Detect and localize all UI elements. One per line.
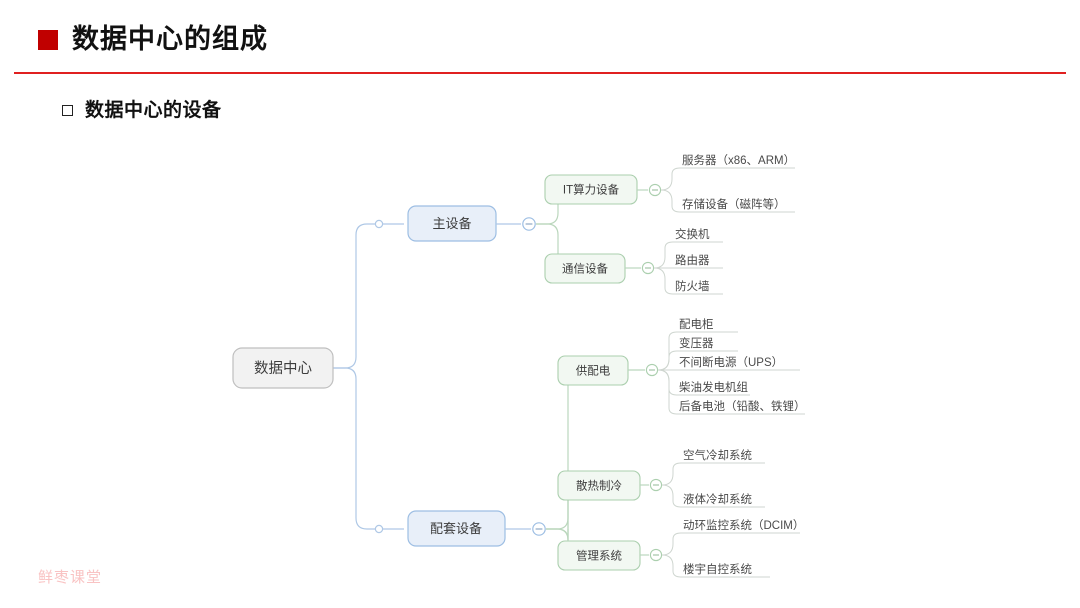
node-branch-1-label: 配套设备 [430,521,482,536]
connector-group-branch-1 [546,369,592,556]
hollow-square-bullet-icon [62,105,73,116]
connector-leaves-0-1 [653,241,723,295]
connector-leaves-1-2 [661,532,800,578]
junction-dot-branch-0 [374,219,384,229]
junction-dot-branch-1 [374,524,384,534]
leaf-label: 楼宇自控系统 [683,562,752,576]
connector-to-group-1-0 [546,369,592,530]
connector-group-root [333,223,404,530]
node-group-1-2[interactable]: 管理系统 [557,540,641,571]
red-square-bullet-icon [38,29,58,50]
leaf-line-1-2-1 [661,554,770,578]
section-subtitle-text: 数据中心的设备 [85,100,222,121]
connector-root-to-branch-1 [333,295,357,369]
connector-leaves-1-0 [657,331,805,415]
node-group-0-0[interactable]: IT算力设备 [544,174,638,205]
leaf-label: 液体冷却系统 [683,492,752,506]
node-group-0-1-label: 通信设备 [562,262,608,276]
page-title: 数据中心的组成 [38,26,268,53]
collapse-toggle-group-1-0[interactable] [645,363,659,377]
leaf-line-1-0-1 [657,350,738,371]
leaf-line-0-0-0 [660,167,795,191]
collapse-toggle-group-0-0[interactable] [648,183,662,197]
collapse-toggle-branch-1[interactable] [532,522,546,536]
leaf-label: 存储设备（磁阵等） [682,197,786,211]
leaf-line-1-1-1 [661,484,765,508]
connector-branch-0-elbow [355,223,404,236]
leaf-label: 服务器（x86、ARM） [682,153,795,167]
leaf-label: 不间断电源（UPS） [679,355,783,369]
leaf-line-0-1-0 [653,241,723,269]
node-group-1-1-label: 散热制冷 [576,479,622,493]
mindmap-svg: 数据中心 主设备 IT算力设备 [232,153,806,578]
connector-leaves-0-0 [660,167,795,213]
title-divider [14,72,1066,74]
connector-branch-1-elbow [355,517,404,530]
leaf-line-1-2-0 [661,532,800,556]
collapse-toggle-group-0-1[interactable] [641,261,655,275]
leaf-line-0-0-1 [660,189,795,213]
node-group-1-1[interactable]: 散热制冷 [557,470,641,501]
node-root-label: 数据中心 [254,360,312,377]
leaf-label: 空气冷却系统 [683,448,752,462]
connector-leaves-1-1 [661,462,765,508]
section-subtitle: 数据中心的设备 [62,101,222,120]
leaf-label: 变压器 [679,336,714,350]
node-branch-0[interactable]: 主设备 [407,205,497,242]
page-title-text: 数据中心的组成 [72,24,268,54]
collapse-toggle-group-1-2[interactable] [649,548,663,562]
node-group-1-2-label: 管理系统 [576,549,622,563]
leaf-label: 防火墙 [675,279,710,293]
node-group-1-0[interactable]: 供配电 [557,355,629,386]
leaf-label: 路由器 [675,253,710,267]
collapse-toggle-group-1-1[interactable] [649,478,663,492]
node-root[interactable]: 数据中心 [232,347,334,389]
leaf-label: 配电柜 [679,318,714,331]
watermark-text: 鲜枣课堂 [38,569,103,586]
leaf-line-1-0-4 [657,369,805,415]
leaf-label: 后备电池（铅酸、铁锂） [679,399,806,413]
leaf-line-1-1-0 [661,462,765,486]
leaf-label: 柴油发电机组 [679,380,748,394]
node-group-1-0-label: 供配电 [576,364,611,378]
leaf-label: 动环监控系统（DCIM） [683,518,804,532]
leaf-label: 交换机 [675,227,710,241]
node-group-0-1[interactable]: 通信设备 [544,253,626,284]
connector-root-to-branch-0 [333,367,357,458]
leaf-line-0-1-2 [653,267,723,295]
mindmap: 数据中心 主设备 IT算力设备 [0,140,1080,580]
node-branch-1[interactable]: 配套设备 [407,510,506,547]
node-group-0-0-label: IT算力设备 [563,183,620,197]
node-branch-0-label: 主设备 [432,216,471,231]
collapse-toggle-branch-0[interactable] [522,217,536,231]
